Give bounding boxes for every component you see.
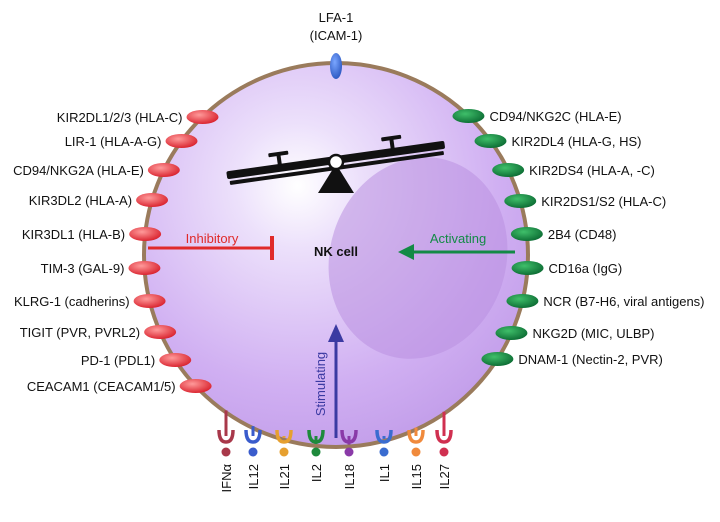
activating-receptor-label: KIR2DL4 (HLA-G, HS) — [511, 134, 641, 149]
inhibitory-receptor-label: CD94/NKG2A (HLA-E) — [13, 163, 144, 178]
cytokine-receptor-label: IL18 — [342, 464, 357, 489]
activating-arrow — [398, 244, 515, 260]
cytokine-receptor-label: IL12 — [246, 464, 261, 489]
inhibitory-receptor-label: TIM-3 (GAL-9) — [41, 261, 125, 276]
inhibitory-receptor-ceacam1-ceacam1-5 — [179, 379, 212, 393]
inhibitory-receptor-cd94-nkg2a-hla-e — [147, 163, 180, 177]
activating-receptor-label: CD94/NKG2C (HLA-E) — [489, 109, 621, 124]
cytokine-receptor-label: IFNα — [219, 464, 234, 493]
activating-receptor-label: NKG2D (MIC, ULBP) — [532, 326, 654, 341]
nucleus — [328, 157, 508, 359]
cytokine-receptor-il15 — [407, 427, 425, 457]
lfa1-ligand-label: (ICAM-1) — [310, 28, 363, 43]
lfa1-receptor — [330, 53, 342, 79]
inhibitory-receptor-label: TIGIT (PVR, PVRL2) — [20, 325, 140, 340]
stimulating-label: Stimulating — [313, 352, 328, 416]
nk-cell-label: NK cell — [314, 244, 358, 259]
cytokine-receptor-label: IL1 — [377, 464, 392, 482]
cytokine-receptor-label: IL21 — [277, 464, 292, 489]
activating-receptor-cd16a-igg — [511, 261, 544, 275]
inhibitory-receptor-label: KIR3DL1 (HLA-B) — [22, 227, 125, 242]
inhibitory-receptor-klrg-1-cadherins — [133, 294, 166, 308]
inhibitory-arrow — [148, 236, 274, 260]
activating-receptor-ncr-b7-h6-viral-antigens — [506, 294, 539, 308]
activating-receptor-label: KIR2DS1/S2 (HLA-C) — [541, 194, 666, 209]
inhibitory-receptor-label: KLRG-1 (cadherins) — [14, 294, 130, 309]
cytokine-receptor-il18 — [340, 429, 358, 457]
stimulating-arrow — [328, 324, 344, 438]
inhibitory-receptor-label: CEACAM1 (CEACAM1/5) — [27, 379, 176, 394]
cytokine-receptor-il12 — [244, 426, 262, 457]
balance-seesaw-icon — [226, 134, 445, 193]
cytokine-receptor-il21 — [275, 429, 293, 457]
activating-receptor-cd94-nkg2c-hla-e — [452, 109, 485, 123]
cytokine-receptor-il27 — [435, 411, 453, 457]
inhibitory-receptor-lir-1-hla-a-g — [165, 134, 198, 148]
inhibitory-receptor-tim-3-gal-9 — [128, 261, 161, 275]
activating-receptor-label: KIR2DS4 (HLA-A, -C) — [529, 163, 655, 178]
cytokine-receptor-label: IL2 — [309, 464, 324, 482]
activating-receptor-dnam-1-nectin-2-pvr — [481, 352, 514, 366]
activating-receptor-kir2ds1-s2-hla-c — [504, 194, 537, 208]
cytokine-receptor-ifn — [217, 410, 235, 457]
activating-receptor-label: NCR (B7-H6, viral antigens) — [543, 294, 704, 309]
inhibitory-label: Inhibitory — [186, 231, 239, 246]
cytokine-receptor-il2 — [307, 429, 325, 457]
activating-receptor-kir2ds4-hla-a-c — [492, 163, 525, 177]
activating-receptor-2b4-cd48 — [510, 227, 543, 241]
inhibitory-receptor-pd-1-pdl1 — [159, 353, 192, 367]
activating-receptor-kir2dl4-hla-g-hs — [474, 134, 507, 148]
inhibitory-receptor-kir3dl2-hla-a — [136, 193, 169, 207]
inhibitory-receptor-kir2dl1-2-3-hla-c — [186, 110, 219, 124]
inhibitory-receptor-kir3dl1-hla-b — [129, 227, 162, 241]
activating-receptor-label: DNAM-1 (Nectin-2, PVR) — [518, 352, 662, 367]
inhibitory-receptor-label: PD-1 (PDL1) — [81, 353, 155, 368]
cytokine-receptor-il1 — [375, 429, 393, 457]
inhibitory-receptor-label: LIR-1 (HLA-A-G) — [65, 134, 162, 149]
activating-receptor-label: 2B4 (CD48) — [548, 227, 617, 242]
cytokine-receptor-label: IL27 — [437, 464, 452, 489]
inhibitory-receptor-label: KIR2DL1/2/3 (HLA-C) — [57, 110, 183, 125]
activating-label: Activating — [430, 231, 486, 246]
lfa1-label: LFA-1 — [319, 10, 354, 25]
inhibitory-receptor-tigit-pvr-pvrl2 — [144, 325, 177, 339]
cytokine-receptor-label: IL15 — [409, 464, 424, 489]
activating-receptor-nkg2d-mic-ulbp — [495, 326, 528, 340]
inhibitory-receptor-label: KIR3DL2 (HLA-A) — [29, 193, 132, 208]
activating-receptor-label: CD16a (IgG) — [549, 261, 623, 276]
